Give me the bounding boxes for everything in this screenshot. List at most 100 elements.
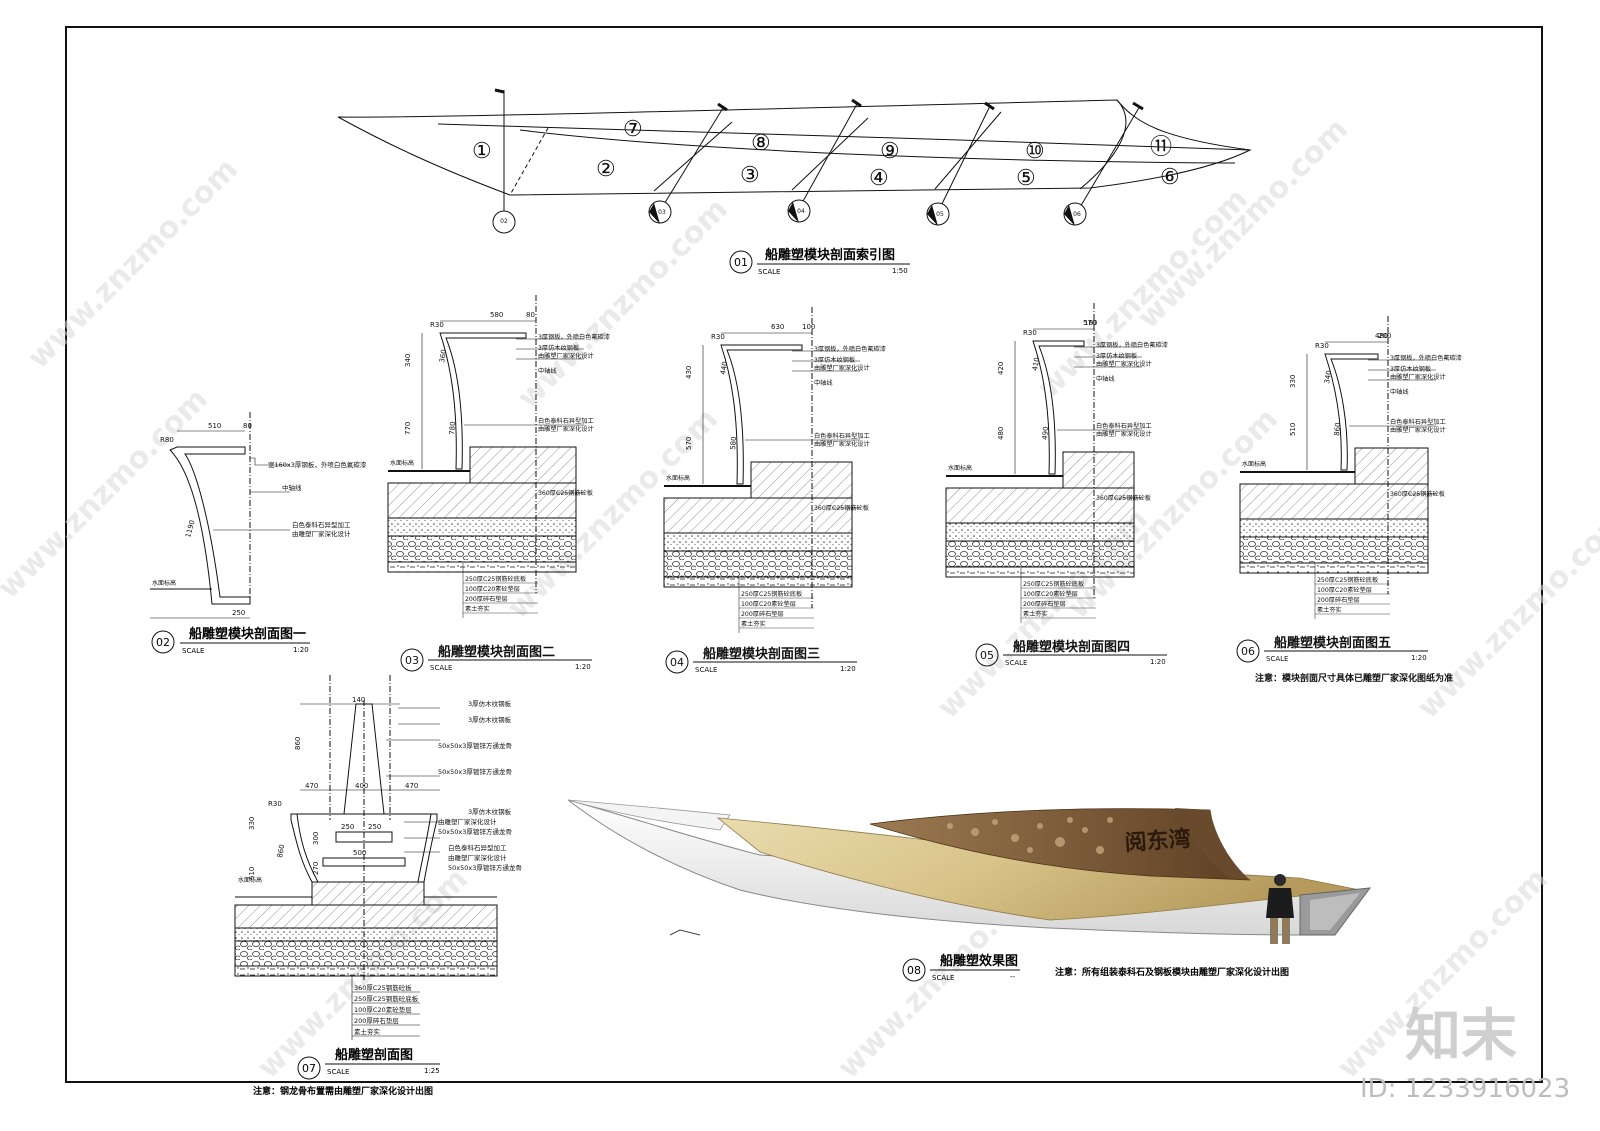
slab-hatch	[387, 482, 577, 519]
label: 素土夯实	[465, 605, 490, 613]
section-ref-marker: 02	[492, 210, 516, 234]
label: 480	[997, 427, 1005, 440]
footing	[311, 881, 425, 906]
section-ref-marker: 04	[787, 199, 811, 223]
dim: 860	[294, 737, 302, 750]
label: 由雕塑厂家深化设计	[538, 352, 594, 360]
label: 水面标高	[948, 464, 972, 472]
watermark-text: www.znzmo.com	[1411, 502, 1600, 726]
dim: R30	[268, 800, 282, 808]
label: 水面标高	[1242, 460, 1266, 468]
label: 250厚C25钢筋砼底板	[465, 575, 526, 583]
brand-logo: 知末	[1405, 1004, 1517, 1069]
label: 80	[526, 311, 535, 319]
dim: 250	[341, 823, 354, 831]
watermark-text: www.znzmo.com	[511, 192, 735, 416]
label: 水面标高	[390, 459, 414, 467]
label: 由雕塑厂家深化设计	[538, 425, 594, 433]
label: 480	[1375, 332, 1388, 340]
scale-value: 1:20	[293, 646, 309, 654]
module-number-labels: ① ② ③ ④ ⑤ ⑥ ⑦ ⑧ ⑨ ⑩ ⑪	[472, 117, 1180, 191]
title-block-08: 08 船雕塑效果图 SCALE -- 注意：所有组装泰科石及钢板模块由雕塑厂家深…	[902, 953, 1289, 982]
section-02-profile	[169, 446, 251, 605]
drawing-note: 注意：钢龙骨布置需由雕塑厂家深化设计出图	[253, 1085, 433, 1097]
hull-profile	[720, 344, 803, 485]
label: 330	[1289, 375, 1297, 388]
scale-label: SCALE	[758, 268, 780, 276]
label: R30	[1315, 342, 1329, 350]
dim: 330	[248, 817, 256, 830]
label: 3厚钢板，外喷白色氟碳漆	[814, 345, 886, 353]
concrete-layer	[663, 532, 853, 552]
label: 中轴线	[538, 367, 557, 375]
scale-value: 1:50	[892, 267, 908, 275]
hull-profile	[1032, 340, 1085, 475]
soil-layer	[1239, 562, 1429, 574]
scale-label: SCALE	[327, 1068, 349, 1076]
section-05: 570160R304204804104903厚钢板，外喷白色氟碳漆3厚仿木纹钢板…	[945, 303, 1168, 667]
drawing-title: 船雕塑模块剖面图五	[1274, 635, 1391, 651]
concrete-layer	[234, 927, 498, 942]
level-label: 水面标高	[152, 579, 176, 587]
layer-label: 200厚碎石垫层	[354, 1016, 399, 1025]
annotation: 宽160x3厚钢板，外喷白色氟碳漆	[268, 460, 367, 469]
label: 250厚C25钢筋砼底板	[741, 590, 802, 598]
dim: 80	[243, 422, 252, 430]
svg-text:06: 06	[1073, 211, 1081, 218]
section-cut-line	[1075, 105, 1141, 215]
annotation: 中轴线	[282, 483, 302, 492]
label: 340	[404, 354, 412, 367]
cut-flag	[984, 101, 995, 111]
label: 360厚C25钢筋砼板	[1096, 494, 1151, 502]
scale-value: 1:20	[840, 665, 856, 673]
section-ref-marker: 06	[1063, 202, 1087, 226]
gravel-layer	[663, 550, 853, 578]
annotation: 由雕塑厂家深化设计	[292, 529, 351, 538]
section-cut-line	[796, 103, 858, 213]
scale-value: 1:25	[424, 1067, 440, 1075]
label: 3厚仿木纹钢板	[1390, 365, 1431, 373]
annotation: 由雕塑厂家深化设计	[448, 853, 507, 862]
title-number: 01	[734, 256, 748, 269]
label: 素土夯实	[1317, 606, 1342, 614]
watermark-text: www.znzmo.com	[21, 152, 245, 376]
sheet-border	[65, 26, 1543, 1083]
drawing-title: 船雕塑剖面图	[335, 1047, 413, 1063]
label: 100厚C20素砼垫层	[1023, 590, 1078, 598]
scale-label: SCALE	[182, 647, 204, 655]
annotation: 50x50x3厚镀锌方通龙骨	[438, 767, 512, 776]
cut-flag	[494, 88, 505, 94]
dim: 470	[405, 782, 418, 790]
drawing-title: 船雕塑模块剖面索引图	[765, 247, 895, 263]
module-divider	[1079, 99, 1127, 190]
drawing-title: 船雕塑模块剖面图四	[1013, 639, 1130, 655]
label: 420	[997, 362, 1005, 375]
plinth	[469, 446, 577, 484]
module-number: ⑥	[1160, 165, 1180, 190]
drawing-title: 船雕塑模块剖面图二	[438, 644, 555, 660]
drawing-title: 船雕塑模块剖面图三	[703, 646, 820, 662]
dim: 250	[368, 823, 381, 831]
label: 490	[1041, 426, 1050, 440]
label: 510	[1289, 423, 1297, 436]
plinth	[1062, 451, 1135, 489]
scale-value: 1:20	[1411, 654, 1427, 662]
annotation: 白色泰科石异型加工	[448, 843, 507, 852]
label: 360厚C25钢筋砼板	[538, 489, 593, 497]
boat-top-curve	[437, 123, 1251, 151]
label: 200厚碎石垫层	[1317, 596, 1360, 604]
label: 由雕塑厂家深化设计	[1096, 360, 1152, 368]
rust-prow	[1175, 808, 1250, 880]
label: R30	[430, 321, 444, 329]
label: 160	[1084, 319, 1097, 327]
label: 340	[1323, 370, 1333, 385]
label: 440	[719, 361, 729, 376]
slab-hatch	[945, 487, 1135, 524]
svg-text:04: 04	[797, 208, 805, 215]
title-number: 08	[907, 964, 921, 977]
label: 白色泰科石异型加工	[1096, 422, 1152, 430]
plinth	[1354, 447, 1429, 485]
drawing-title: 船雕塑模块剖面图一	[189, 626, 306, 642]
